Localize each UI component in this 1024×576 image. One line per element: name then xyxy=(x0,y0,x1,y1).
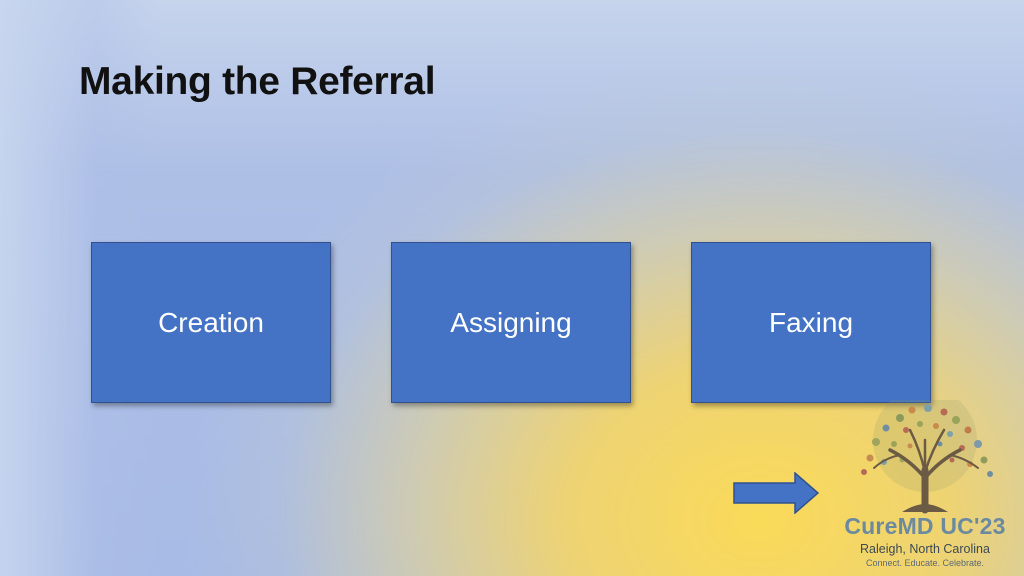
step-box-assigning: Assigning xyxy=(391,242,631,403)
step-label: Assigning xyxy=(450,306,572,338)
slide-title: Making the Referral xyxy=(79,60,436,103)
step-box-creation: Creation xyxy=(91,242,331,403)
logo-name: CureMD UC'23 xyxy=(844,513,1006,539)
step-label: Faxing xyxy=(768,306,854,338)
step-box-faxing: Faxing xyxy=(691,242,931,403)
logo-location: Raleigh, North Carolina xyxy=(860,542,990,556)
conference-logo: CureMD UC'23 Raleigh, North Carolina Con… xyxy=(830,400,1024,576)
right-arrow-icon[interactable] xyxy=(733,472,819,514)
tree-icon xyxy=(861,400,993,514)
step-label: Creation xyxy=(158,306,264,338)
logo-tagline: Connect. Educate. Celebrate. xyxy=(865,558,985,568)
